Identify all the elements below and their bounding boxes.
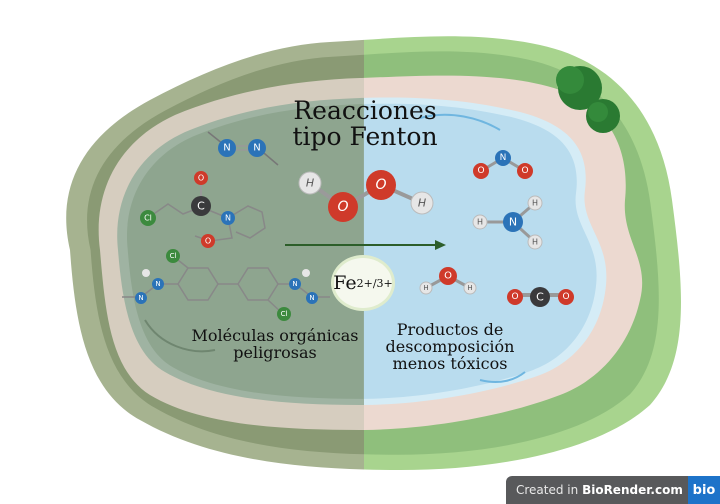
water-ripple	[419, 113, 501, 131]
watermark-prefix: Created in	[516, 483, 583, 497]
svg-text:N: N	[223, 143, 230, 154]
svg-text:H: H	[532, 238, 538, 247]
svg-text:Cl: Cl	[144, 214, 152, 223]
svg-text:O: O	[511, 292, 518, 302]
nh3-molecule: H N H H	[472, 195, 543, 250]
svg-text:O: O	[205, 237, 211, 246]
catalyst-symbol: Fe	[333, 272, 357, 294]
svg-text:O: O	[444, 271, 452, 282]
co2-molecule: O C O	[507, 287, 574, 307]
title-line-1: Reacciones	[293, 96, 437, 125]
biorender-logo-icon: bio	[688, 476, 720, 504]
svg-text:O: O	[562, 292, 569, 302]
caption-line: peligrosas	[233, 342, 317, 362]
oxygen-atom	[366, 170, 396, 200]
hydrogen-atom	[298, 171, 322, 195]
svg-text:O: O	[198, 174, 204, 183]
azo-molecule: N N	[207, 131, 279, 166]
svg-text:O: O	[375, 177, 386, 193]
title-line-2: tipo Fenton	[292, 122, 438, 152]
svg-text:N: N	[225, 214, 231, 223]
svg-text:O: O	[477, 166, 484, 176]
hydrogen-atom	[410, 191, 434, 215]
h2o-molecule: H O H	[419, 267, 477, 295]
watermark-text: Created in BioRender.com	[506, 483, 688, 497]
caption-line: descomposición	[385, 336, 515, 356]
svg-text:H: H	[306, 177, 314, 190]
diagram-title: Reacciones tipo Fenton	[270, 96, 460, 152]
caption-line: Moléculas orgánicas	[191, 326, 359, 345]
caption-line: Productos de	[396, 320, 504, 339]
svg-text:H: H	[423, 284, 428, 292]
svg-text:Cl: Cl	[170, 252, 177, 260]
reaction-arrow	[285, 240, 446, 250]
svg-text:Cl: Cl	[281, 310, 288, 318]
svg-text:C: C	[197, 200, 205, 213]
products-caption: Productos de descomposición menos tóxico…	[370, 320, 530, 373]
svg-text:N: N	[138, 294, 143, 302]
svg-text:O: O	[337, 199, 348, 215]
svg-text:N: N	[253, 143, 260, 154]
h2o2-molecule: H O O H	[298, 170, 434, 222]
dichlorobenzidine-molecule: Cl N N N N Cl	[122, 249, 330, 321]
svg-text:N: N	[155, 280, 160, 288]
svg-text:H: H	[467, 284, 472, 292]
water-ripple	[144, 319, 216, 353]
svg-text:N: N	[309, 294, 314, 302]
catalyst-charge: 2+/3+	[356, 276, 393, 290]
svg-text:N: N	[292, 280, 297, 288]
biorender-watermark[interactable]: Created in BioRender.com bio	[506, 476, 720, 504]
water-ripple	[479, 371, 526, 383]
svg-text:H: H	[532, 199, 538, 208]
bush-icon	[556, 66, 620, 133]
watermark-brand: BioRender.com	[582, 483, 683, 497]
svg-text:N: N	[500, 153, 507, 163]
pond-water	[117, 97, 607, 405]
no2-molecule: O N O	[473, 150, 533, 179]
chloro-amide-molecule: O C N Cl O	[140, 171, 266, 248]
svg-text:N: N	[509, 216, 517, 229]
svg-text:O: O	[521, 166, 528, 176]
pollutants-caption: Moléculas orgánicas peligrosas	[180, 326, 370, 362]
svg-text:H: H	[477, 218, 483, 227]
svg-text:H: H	[418, 197, 426, 210]
oxygen-atom	[328, 192, 358, 222]
svg-text:C: C	[536, 291, 544, 304]
caption-line: menos tóxicos	[392, 353, 508, 373]
